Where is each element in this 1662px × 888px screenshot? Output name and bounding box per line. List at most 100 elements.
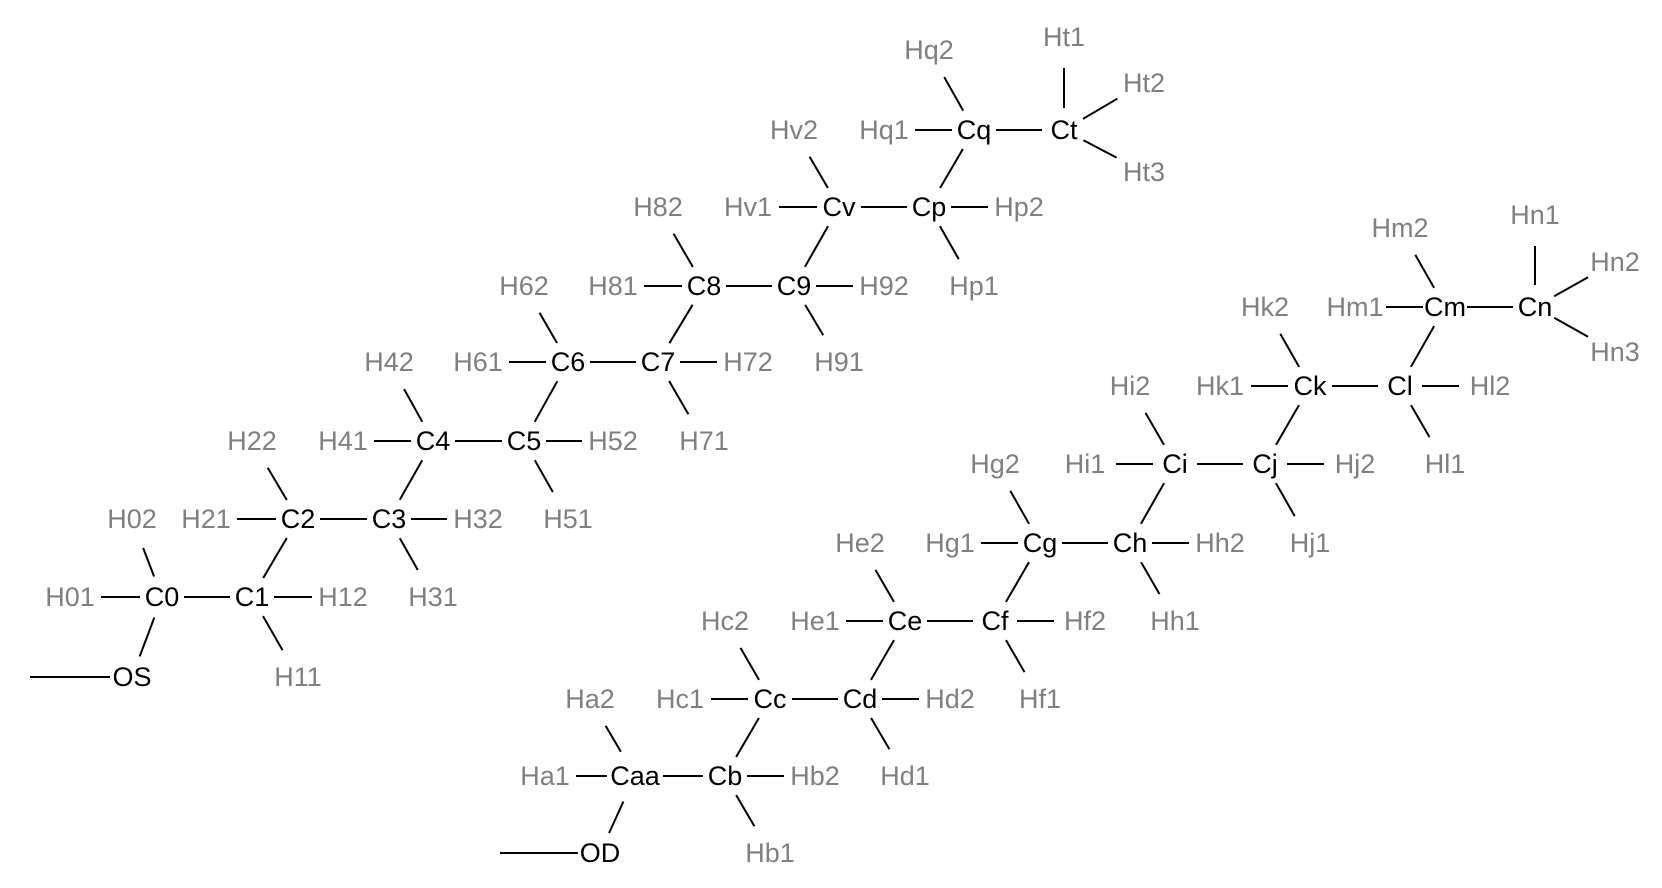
bond-cl-cm bbox=[1410, 325, 1435, 368]
bond-c0-h02 bbox=[142, 547, 156, 577]
atom-label-hg2: Hg2 bbox=[970, 449, 1020, 479]
atom-label-c4: C4 bbox=[416, 426, 451, 456]
atom-label-cn: Cn bbox=[1518, 292, 1553, 322]
bond-od-caa bbox=[608, 801, 625, 834]
bond-c9-h91 bbox=[804, 304, 825, 336]
bond-c5-h51 bbox=[533, 459, 554, 493]
atom-label-hv2: Hv2 bbox=[770, 115, 818, 145]
atom-label-h21: H21 bbox=[181, 504, 231, 534]
bond-ce-he2 bbox=[874, 569, 895, 603]
atom-label-c7: C7 bbox=[641, 347, 676, 377]
atom-label-ce: Ce bbox=[888, 606, 923, 636]
bond-c2-h22 bbox=[266, 467, 288, 501]
atom-label-hn3: Hn3 bbox=[1590, 337, 1640, 367]
atom-label-h01: H01 bbox=[45, 582, 95, 612]
bond-cf-cg bbox=[1005, 561, 1030, 603]
bond-c3-c4 bbox=[398, 459, 424, 501]
bond-os-c0 bbox=[138, 617, 156, 657]
atom-label-h52: H52 bbox=[588, 426, 638, 456]
atom-label-hi2: Hi2 bbox=[1110, 371, 1151, 401]
atom-label-hn2: Hn2 bbox=[1590, 247, 1640, 277]
bond-c6-h62 bbox=[538, 312, 558, 344]
atom-label-hh2: Hh2 bbox=[1195, 528, 1245, 558]
atom-label-hq2: Hq2 bbox=[904, 35, 954, 65]
bond-cj-hj1 bbox=[1275, 482, 1296, 517]
bond-cn-hn3 bbox=[1553, 316, 1589, 338]
atom-label-ct: Ct bbox=[1051, 115, 1078, 145]
atom-label-hm2: Hm2 bbox=[1371, 213, 1428, 243]
atom-label-hf1: Hf1 bbox=[1019, 684, 1061, 714]
bond-cc-hc2 bbox=[739, 647, 760, 681]
atom-label-h72: H72 bbox=[723, 347, 773, 377]
atom-label-hk1: Hk1 bbox=[1196, 371, 1244, 401]
bond-c7-c8 bbox=[668, 304, 694, 344]
atom-label-cq: Cq bbox=[957, 115, 992, 145]
atom-label-hd2: Hd2 bbox=[925, 684, 975, 714]
atom-label-cc: Cc bbox=[754, 684, 787, 714]
atom-label-hp1: Hp1 bbox=[949, 271, 999, 301]
bond-layer bbox=[30, 68, 1589, 854]
atom-label-hj2: Hj2 bbox=[1335, 449, 1376, 479]
bond-cg-hg2 bbox=[1009, 490, 1030, 525]
bond-c4-h42 bbox=[403, 388, 424, 423]
atom-label-h31: H31 bbox=[408, 582, 458, 612]
atom-label-he1: He1 bbox=[790, 606, 840, 636]
atom-label-ht1: Ht1 bbox=[1043, 22, 1085, 52]
bond-c3-h31 bbox=[398, 537, 419, 571]
atom-label-h92: H92 bbox=[859, 271, 909, 301]
atom-label-cb: Cb bbox=[708, 761, 743, 791]
atom-label-ht2: Ht2 bbox=[1123, 68, 1165, 98]
atom-label-od: OD bbox=[580, 838, 621, 868]
atom-label-cj: Cj bbox=[1252, 449, 1278, 479]
bond-c8-h82 bbox=[672, 233, 694, 268]
bond-cq-hq2 bbox=[943, 76, 965, 112]
atom-label-hd1: Hd1 bbox=[880, 761, 930, 791]
atom-label-ha1: Ha1 bbox=[520, 761, 570, 791]
atom-layer: OSC0H01H02C1H11H12C2H21H22C3H31H32C4H41H… bbox=[45, 22, 1640, 868]
bond-cp-hp1 bbox=[939, 225, 960, 260]
atom-label-hj1: Hj1 bbox=[1290, 528, 1331, 558]
atom-label-os: OS bbox=[112, 662, 151, 692]
atom-label-hm1: Hm1 bbox=[1326, 292, 1383, 322]
bond-c1-h11 bbox=[262, 615, 284, 651]
atom-label-hc1: Hc1 bbox=[656, 684, 704, 714]
atom-label-cd: Cd bbox=[843, 684, 878, 714]
bond-c9-cv bbox=[804, 225, 829, 268]
atom-label-hg1: Hg1 bbox=[925, 528, 975, 558]
bond-cl-hl1 bbox=[1410, 404, 1431, 438]
atom-label-c8: C8 bbox=[687, 271, 722, 301]
bond-ct-ht3 bbox=[1083, 139, 1118, 159]
atom-label-c1: C1 bbox=[235, 582, 270, 612]
atom-label-cm: Cm bbox=[1424, 292, 1466, 322]
bond-cb-hb1 bbox=[735, 794, 756, 827]
atom-label-cl: Cl bbox=[1387, 371, 1413, 401]
atom-label-ht3: Ht3 bbox=[1123, 157, 1165, 187]
atom-label-cv: Cv bbox=[823, 192, 856, 222]
bond-cb-cc bbox=[735, 717, 760, 758]
bond-cd-hd1 bbox=[870, 717, 891, 750]
atom-label-c6: C6 bbox=[551, 347, 586, 377]
bond-cn-hn2 bbox=[1553, 276, 1589, 298]
bond-cm-hm2 bbox=[1414, 254, 1435, 289]
bond-c5-c6 bbox=[533, 380, 559, 423]
atom-label-hv1: Hv1 bbox=[724, 192, 772, 222]
atom-label-h41: H41 bbox=[318, 426, 368, 456]
atom-label-ha2: Ha2 bbox=[565, 684, 615, 714]
atom-label-ch: Ch bbox=[1113, 528, 1148, 558]
atom-label-h82: H82 bbox=[633, 192, 683, 222]
atom-label-h22: H22 bbox=[227, 426, 277, 456]
atom-label-caa: Caa bbox=[610, 761, 661, 791]
bond-cf-hf1 bbox=[1005, 639, 1026, 673]
atom-label-h62: H62 bbox=[499, 271, 549, 301]
atom-label-hh1: Hh1 bbox=[1150, 606, 1200, 636]
atom-label-c0: C0 bbox=[145, 582, 180, 612]
atom-label-hq1: Hq1 bbox=[859, 115, 909, 145]
atom-label-hl2: Hl2 bbox=[1470, 371, 1511, 401]
bond-ch-ci bbox=[1140, 482, 1165, 525]
bond-caa-ha2 bbox=[604, 725, 622, 753]
atom-label-h51: H51 bbox=[543, 504, 593, 534]
atom-label-ck: Ck bbox=[1294, 371, 1327, 401]
atom-label-h91: H91 bbox=[814, 347, 864, 377]
atom-label-hc2: Hc2 bbox=[701, 606, 749, 636]
